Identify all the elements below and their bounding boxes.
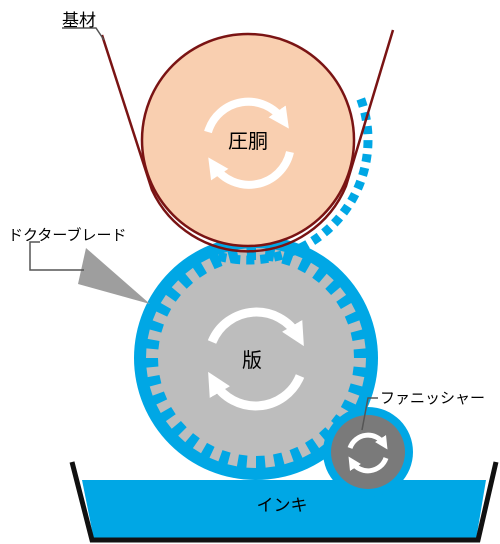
furnisher-label: ファニッシャー — [380, 389, 485, 407]
ink-pool — [82, 480, 486, 540]
impression-cylinder: 圧胴 — [140, 32, 373, 265]
ink-label: インキ — [257, 496, 308, 516]
furnisher-leader-line — [361, 397, 378, 431]
furnisher-arrow-upper — [347, 432, 388, 450]
substrate-label: 基材 — [62, 11, 96, 31]
doctor-blade-shape — [78, 248, 150, 304]
furnisher-arrow-lower — [348, 456, 389, 474]
impression-label: 圧胴 — [228, 129, 268, 153]
impression-body — [140, 32, 356, 248]
rotation-arrow-lower — [208, 371, 305, 411]
substrate-web: 基材 — [62, 11, 395, 253]
furnisher-body — [331, 415, 405, 489]
rotation-arrow-upper — [207, 307, 304, 347]
substrate-line — [100, 29, 395, 253]
ink-tray: インキ — [69, 461, 499, 543]
doctor-blade-label: ドクターブレード — [8, 226, 127, 244]
furnisher-rotation-icon — [347, 432, 389, 474]
plate-rotation-icon — [207, 307, 305, 411]
plate-engraved-cells — [146, 248, 366, 468]
doctor-blade: ドクターブレード — [8, 226, 150, 304]
plate-label: 版 — [242, 348, 262, 372]
plate-cylinder: 版 — [134, 236, 378, 480]
furnisher-roller: ファニッシャー — [323, 389, 485, 497]
doctor-blade-leader-line — [29, 241, 84, 271]
impression-arrow-lower — [208, 150, 294, 189]
impression-arrow-upper — [204, 97, 289, 134]
substrate-leader-line — [62, 27, 105, 41]
impression-rotation-icon — [204, 97, 294, 189]
tray-outline — [69, 461, 499, 543]
